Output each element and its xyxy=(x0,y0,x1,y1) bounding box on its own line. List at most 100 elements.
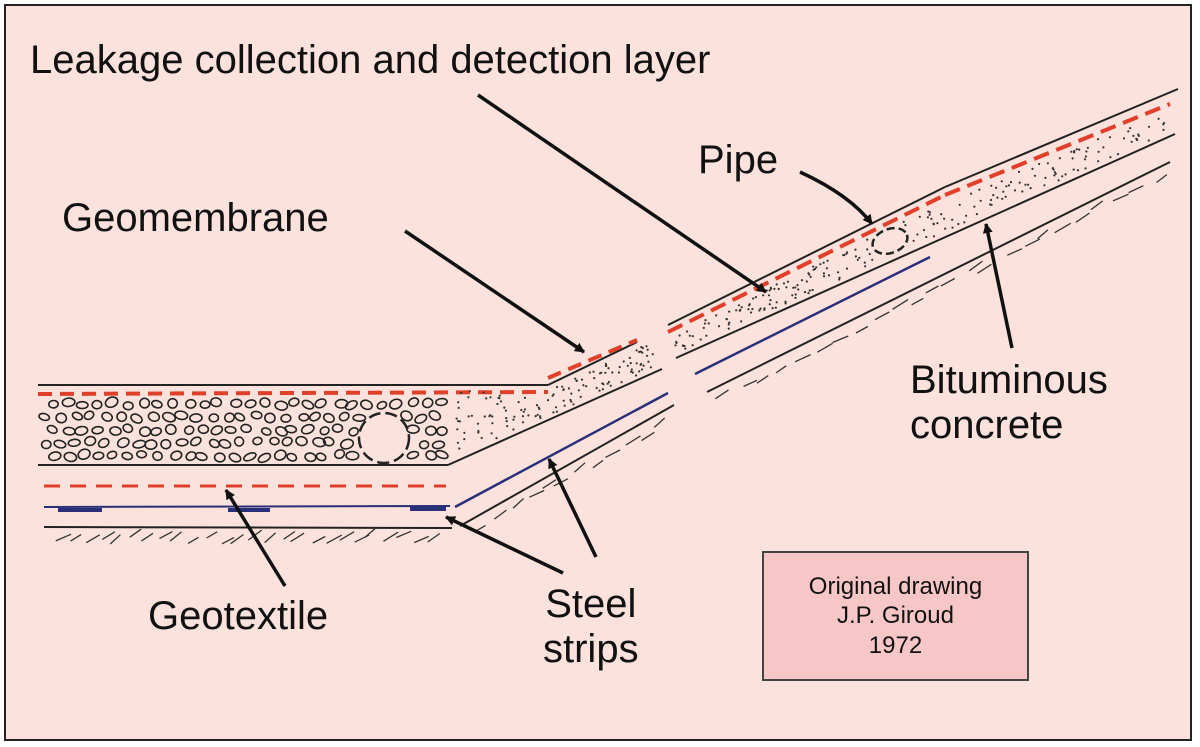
ground-hatch xyxy=(85,534,101,544)
stipple-dot xyxy=(1162,128,1165,131)
stipple-dot xyxy=(794,293,797,296)
stipple-dot xyxy=(563,404,566,407)
stipple-dot xyxy=(773,287,776,290)
stipple-dot xyxy=(932,235,936,238)
stipple-dot xyxy=(675,340,678,343)
stipple-dot xyxy=(927,210,930,213)
stipple-dot xyxy=(807,292,810,295)
stipple-dot xyxy=(489,396,492,399)
stipple-dot xyxy=(601,388,605,391)
ground-hatch xyxy=(312,535,326,544)
stipple-dot xyxy=(769,299,772,302)
stipple-dot xyxy=(928,211,932,214)
stipple-dot xyxy=(992,194,995,197)
stipple-dot xyxy=(504,409,507,412)
stipple-dot xyxy=(534,415,537,418)
stipple-dot xyxy=(699,338,702,341)
stipple-dot xyxy=(622,360,625,363)
drain-pipe-large xyxy=(357,411,411,465)
stipple-dot xyxy=(1038,162,1041,166)
gravel-pebble xyxy=(48,399,59,409)
gravel-pebble xyxy=(281,436,293,447)
ground-hatch xyxy=(109,534,121,545)
gravel-pebble xyxy=(295,435,308,447)
stipple-dot xyxy=(684,347,687,350)
stipple-dot xyxy=(902,220,905,223)
stipple-dot xyxy=(944,227,947,230)
label-pipe: Pipe xyxy=(698,138,779,182)
stipple-dot xyxy=(458,420,461,423)
gravel-pebble xyxy=(406,450,420,460)
label-geotextile: Geotextile xyxy=(148,594,329,638)
stipple-dot xyxy=(717,325,721,328)
stipple-dot xyxy=(1075,148,1078,151)
stipple-dot xyxy=(925,235,928,239)
gravel-pebble xyxy=(97,437,110,449)
stipple-dot xyxy=(771,307,774,310)
stipple-dot xyxy=(1009,181,1013,184)
gravel-pebble xyxy=(322,412,335,424)
stipple-dot xyxy=(1013,189,1017,192)
ground-hatch xyxy=(413,535,430,544)
stipple-dot xyxy=(505,420,508,423)
stipple-dot xyxy=(485,397,488,400)
stipple-dot xyxy=(686,330,689,333)
stipple-dot xyxy=(512,418,515,421)
stipple-dot xyxy=(996,196,999,199)
ground-hatch xyxy=(169,531,182,542)
ground-line-slope xyxy=(459,404,675,527)
stipple-dot xyxy=(521,421,525,424)
stipple-dot xyxy=(1029,187,1032,190)
stipple-dot xyxy=(868,252,871,256)
stipple-dot xyxy=(535,404,539,407)
stipple-dot xyxy=(458,447,461,450)
arrow-pipe xyxy=(799,170,874,226)
stipple-dot xyxy=(496,402,499,406)
gravel-pebble xyxy=(376,400,388,410)
gravel-pebble xyxy=(421,397,434,409)
stipple-dot xyxy=(803,291,807,294)
gravel-pebble xyxy=(185,398,197,409)
stipple-dot xyxy=(871,258,874,261)
stipple-dot xyxy=(809,275,812,278)
stipple-dot xyxy=(797,288,800,291)
gravel-pebble xyxy=(164,423,177,436)
ground-hatch xyxy=(290,532,305,543)
ground-hatch xyxy=(855,325,869,334)
gravel-pebble xyxy=(91,425,104,435)
stipple-dot xyxy=(838,278,841,281)
arrow-geomembrane xyxy=(404,229,585,354)
gravel-pebble xyxy=(240,423,252,434)
stipple-dot xyxy=(1097,150,1100,153)
stipple-dot xyxy=(759,307,762,310)
stipple-dot xyxy=(1129,127,1132,130)
stipple-dot xyxy=(607,367,610,370)
ground-hatch xyxy=(159,531,173,540)
gravel-pebble xyxy=(314,398,327,409)
ground-hatching-slope xyxy=(473,174,1168,533)
stipple-dot xyxy=(752,297,755,300)
ground-hatch xyxy=(1054,222,1072,234)
stipple-dot xyxy=(1033,174,1036,177)
gravel-pebble xyxy=(400,410,413,422)
stipple-dot xyxy=(536,413,539,416)
stipple-dot xyxy=(822,261,825,264)
stipple-dot xyxy=(1004,195,1007,198)
gravel-pebble xyxy=(322,436,335,447)
stipple-dot xyxy=(704,319,707,322)
gravel-pebble xyxy=(259,397,271,408)
arrow-steel-strip-flat xyxy=(445,515,564,575)
stipple-dot xyxy=(747,308,750,311)
gravel-pebble xyxy=(106,450,118,460)
stipple-dot xyxy=(754,296,758,299)
stipple-dot xyxy=(1046,162,1049,165)
gravel-pebble xyxy=(61,397,76,408)
stipple-dot xyxy=(562,388,565,392)
stipple-dot xyxy=(646,348,649,351)
ground-hatch xyxy=(230,533,244,545)
stipple-dot xyxy=(1031,167,1034,170)
stipple-dot xyxy=(470,414,473,417)
stipple-dot xyxy=(775,283,778,286)
stipple-dot xyxy=(561,385,564,388)
